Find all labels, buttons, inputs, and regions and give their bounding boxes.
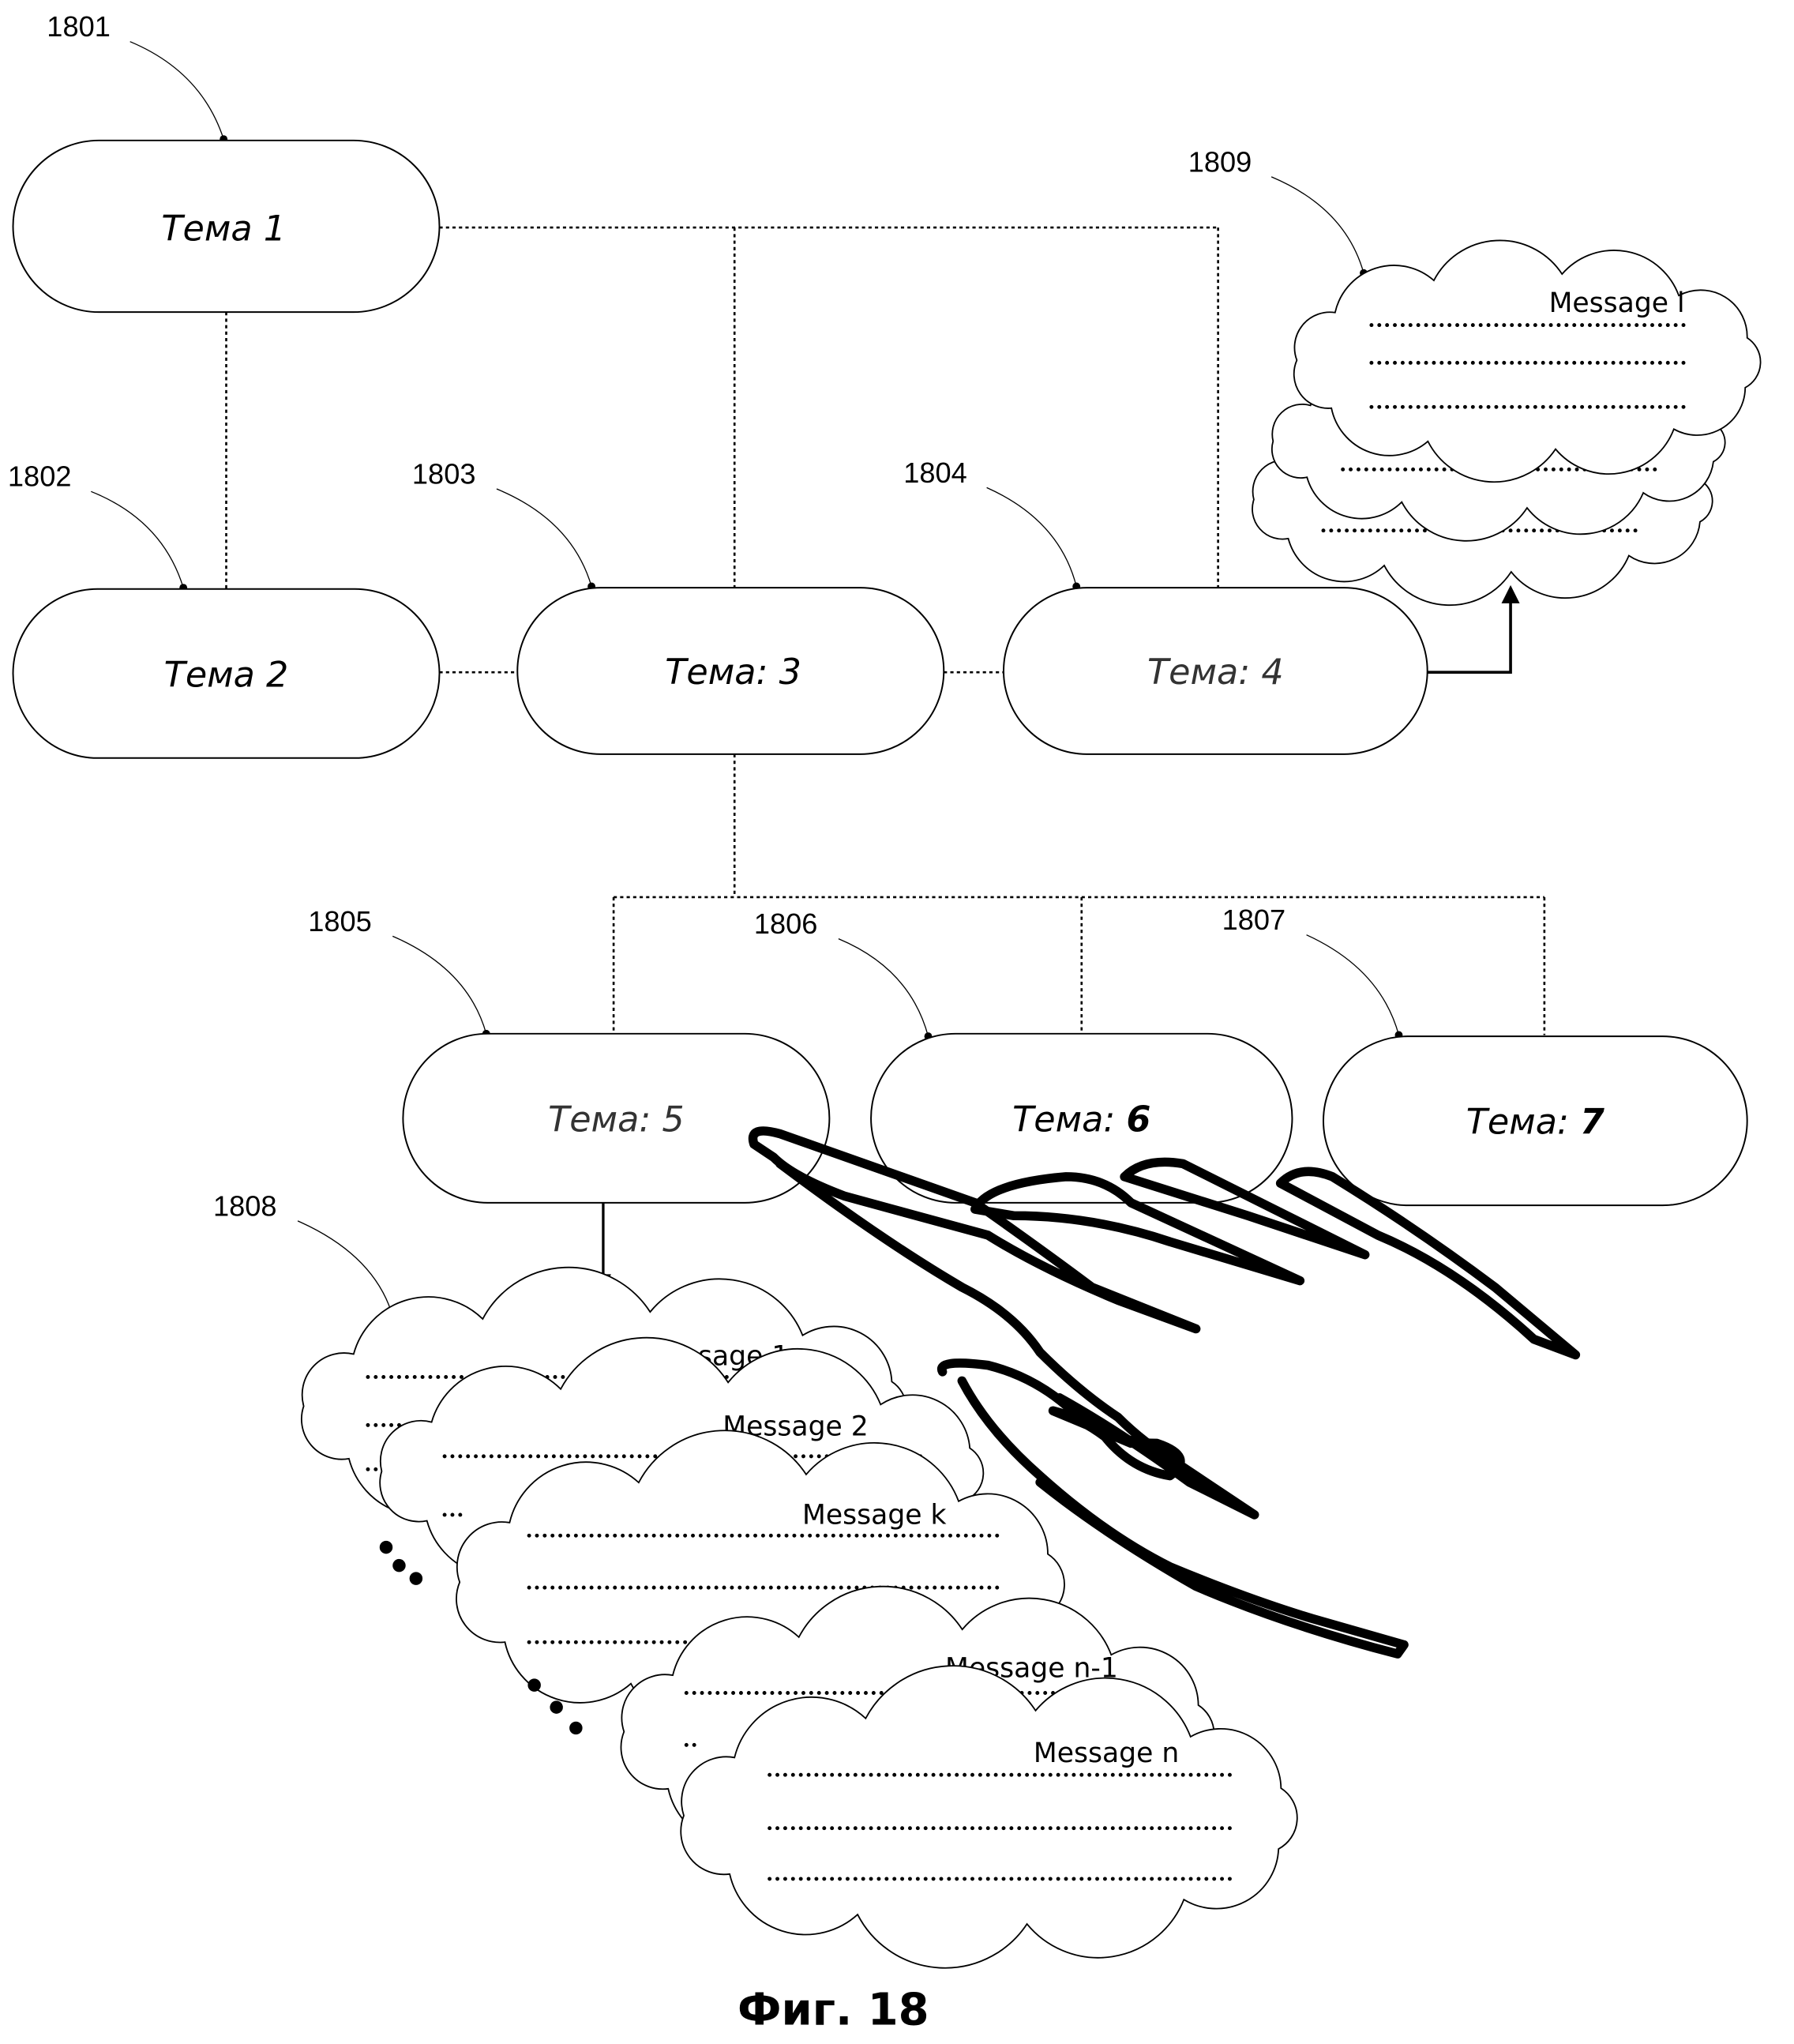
ellipsis-dot <box>410 1572 422 1584</box>
figure-caption: Фиг. 18 <box>737 1984 929 2035</box>
ellipsis-dot <box>527 1678 540 1691</box>
ellipsis-dot <box>569 1722 582 1734</box>
theme-4[interactable]: Тема: 4 <box>1004 588 1428 754</box>
message-stack-1809: Message l <box>1252 240 1761 605</box>
ref-1808: 1808 <box>213 1189 277 1222</box>
connector-t3-children <box>614 754 1544 1035</box>
ref-1807: 1807 <box>1222 904 1286 936</box>
theme-7[interactable]: Тема: 7 <box>1323 1036 1747 1205</box>
svg-text:Тема: 6: Тема: 6 <box>1012 1099 1150 1140</box>
ref-1806: 1806 <box>754 907 818 940</box>
ellipsis-dot <box>392 1559 405 1572</box>
message-title: Message n <box>1034 1738 1179 1769</box>
theme-5[interactable]: Тема: 5 <box>403 1034 829 1203</box>
ellipsis-dot <box>380 1541 392 1554</box>
svg-text:Тема: 3: Тема: 3 <box>665 652 801 693</box>
theme-3[interactable]: Тема: 3 <box>517 588 944 754</box>
message-stack-1808: Message 1Message 2Message kMessage n-1Me… <box>302 1268 1297 1968</box>
connector-t1-t3-t4 <box>439 227 1218 588</box>
ref-1801: 1801 <box>47 10 111 43</box>
ref-1805: 1805 <box>308 905 372 937</box>
ellipsis-dot <box>550 1700 562 1713</box>
theme-2[interactable]: Тема 2 <box>13 589 440 758</box>
ref-1802: 1802 <box>8 460 72 493</box>
ref-1809: 1809 <box>1188 145 1252 178</box>
ref-1803: 1803 <box>412 457 476 490</box>
svg-text:Тема: 4: Тема: 4 <box>1147 652 1284 693</box>
message-title: Message k <box>802 1499 946 1531</box>
svg-text:Тема: 5: Тема: 5 <box>548 1099 685 1140</box>
svg-text:Тема: 7: Тема: 7 <box>1466 1103 1604 1143</box>
svg-text:Тема 2: Тема 2 <box>164 655 289 695</box>
message-title: Message l <box>1549 287 1685 319</box>
svg-text:Тема 1: Тема 1 <box>161 209 286 250</box>
ref-1804: 1804 <box>903 457 967 489</box>
theme-1[interactable]: Тема 1 <box>13 141 440 312</box>
